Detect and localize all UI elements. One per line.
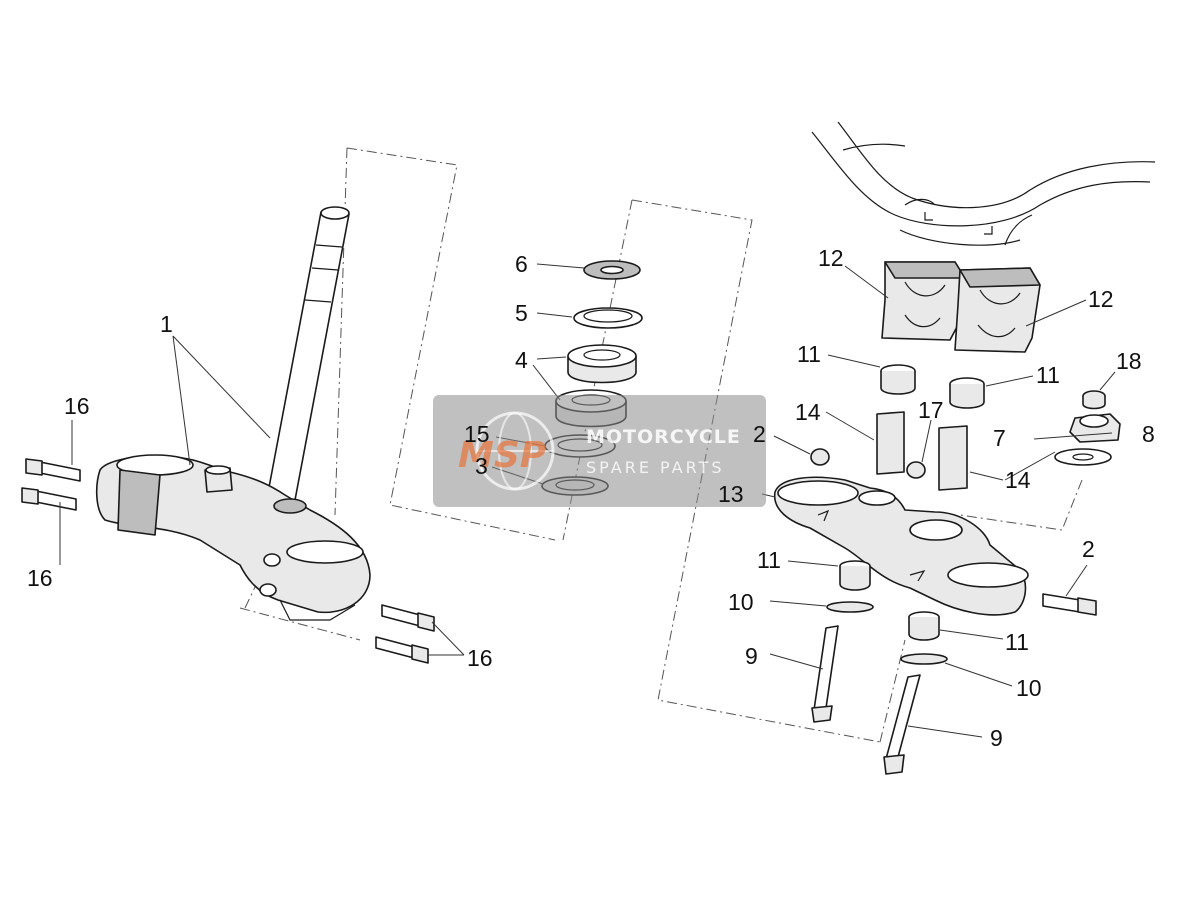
handlebar-riser-left: [881, 261, 966, 341]
bolt-left-upper: [25, 458, 81, 482]
bearing-upper: [567, 344, 637, 384]
bolt-bottom-upper: [381, 604, 435, 632]
callout-13: 13: [718, 481, 744, 507]
callout-15: 15: [464, 421, 490, 447]
callout-18: 18: [1116, 348, 1142, 374]
upper-triple-clamp: [774, 476, 1029, 616]
washer: [1054, 448, 1112, 466]
steering-nut: [1069, 413, 1121, 443]
callout-12-left: 12: [818, 245, 844, 271]
handlebar-outline: [811, 121, 1156, 246]
bushing-lower-right: [908, 611, 940, 641]
bolt-bottom-lower: [375, 636, 429, 664]
callout-10-left: 10: [728, 589, 754, 615]
dust-seal: [573, 307, 643, 329]
callout-17: 17: [918, 397, 944, 423]
callout-16-bottom-left: 16: [27, 565, 53, 591]
callout-11-mid-left: 11: [757, 547, 781, 573]
bushing-upper-right: [949, 377, 985, 409]
bolt-left-lower: [21, 487, 77, 511]
callout-labels: 1 2 2 3 4 5 6 7 8 9 9 10 10 11 11 11 11 …: [27, 245, 1155, 751]
bearing-nut-top: [583, 260, 641, 280]
watermark-logo: MSP: [458, 435, 546, 476]
callout-11-top-right: 11: [1036, 362, 1060, 388]
callout-16-bottom-right: 16: [467, 645, 493, 671]
bushing-upper-left: [880, 364, 916, 395]
callout-11-top-left: 11: [797, 341, 821, 367]
lower-triple-clamp: [95, 454, 371, 621]
watermark-subtitle: SPARE PARTS: [586, 458, 725, 477]
callout-8: 8: [1142, 421, 1155, 447]
callout-6: 6: [515, 251, 528, 277]
spacer-right: [938, 425, 968, 491]
plug-left: [810, 448, 830, 466]
callout-16-top: 16: [64, 393, 90, 419]
callout-4: 4: [515, 347, 528, 373]
spacer-left: [876, 411, 905, 475]
handlebar-riser-right: [954, 267, 1041, 353]
callout-9-left: 9: [745, 643, 758, 669]
callout-7: 7: [993, 425, 1006, 451]
callout-5: 5: [515, 300, 528, 326]
callout-3: 3: [475, 453, 488, 479]
callout-1: 1: [160, 311, 173, 337]
callout-12-right: 12: [1088, 286, 1114, 312]
callout-14-left: 14: [795, 399, 821, 425]
callout-11-mid-right: 11: [1005, 629, 1029, 655]
washer-lower-right: [900, 653, 948, 665]
bushing-lower-left: [839, 560, 871, 591]
callout-2-left: 2: [753, 421, 766, 447]
watermark-title: MOTORCYCLE: [586, 426, 741, 448]
washer-lower-left: [826, 601, 874, 613]
callout-9-right: 9: [990, 725, 1003, 751]
bolt-clamp-right: [1042, 593, 1097, 616]
callout-2-right: 2: [1082, 536, 1095, 562]
bolt-lower-right: [883, 674, 921, 775]
steering-cap: [1082, 390, 1106, 410]
watermark: MSP MOTORCYCLE SPARE PARTS: [433, 395, 766, 507]
plug-center: [906, 461, 926, 479]
bolt-lower-left: [811, 625, 839, 723]
callout-14-right: 14: [1005, 467, 1031, 493]
callout-10-right: 10: [1016, 675, 1042, 701]
